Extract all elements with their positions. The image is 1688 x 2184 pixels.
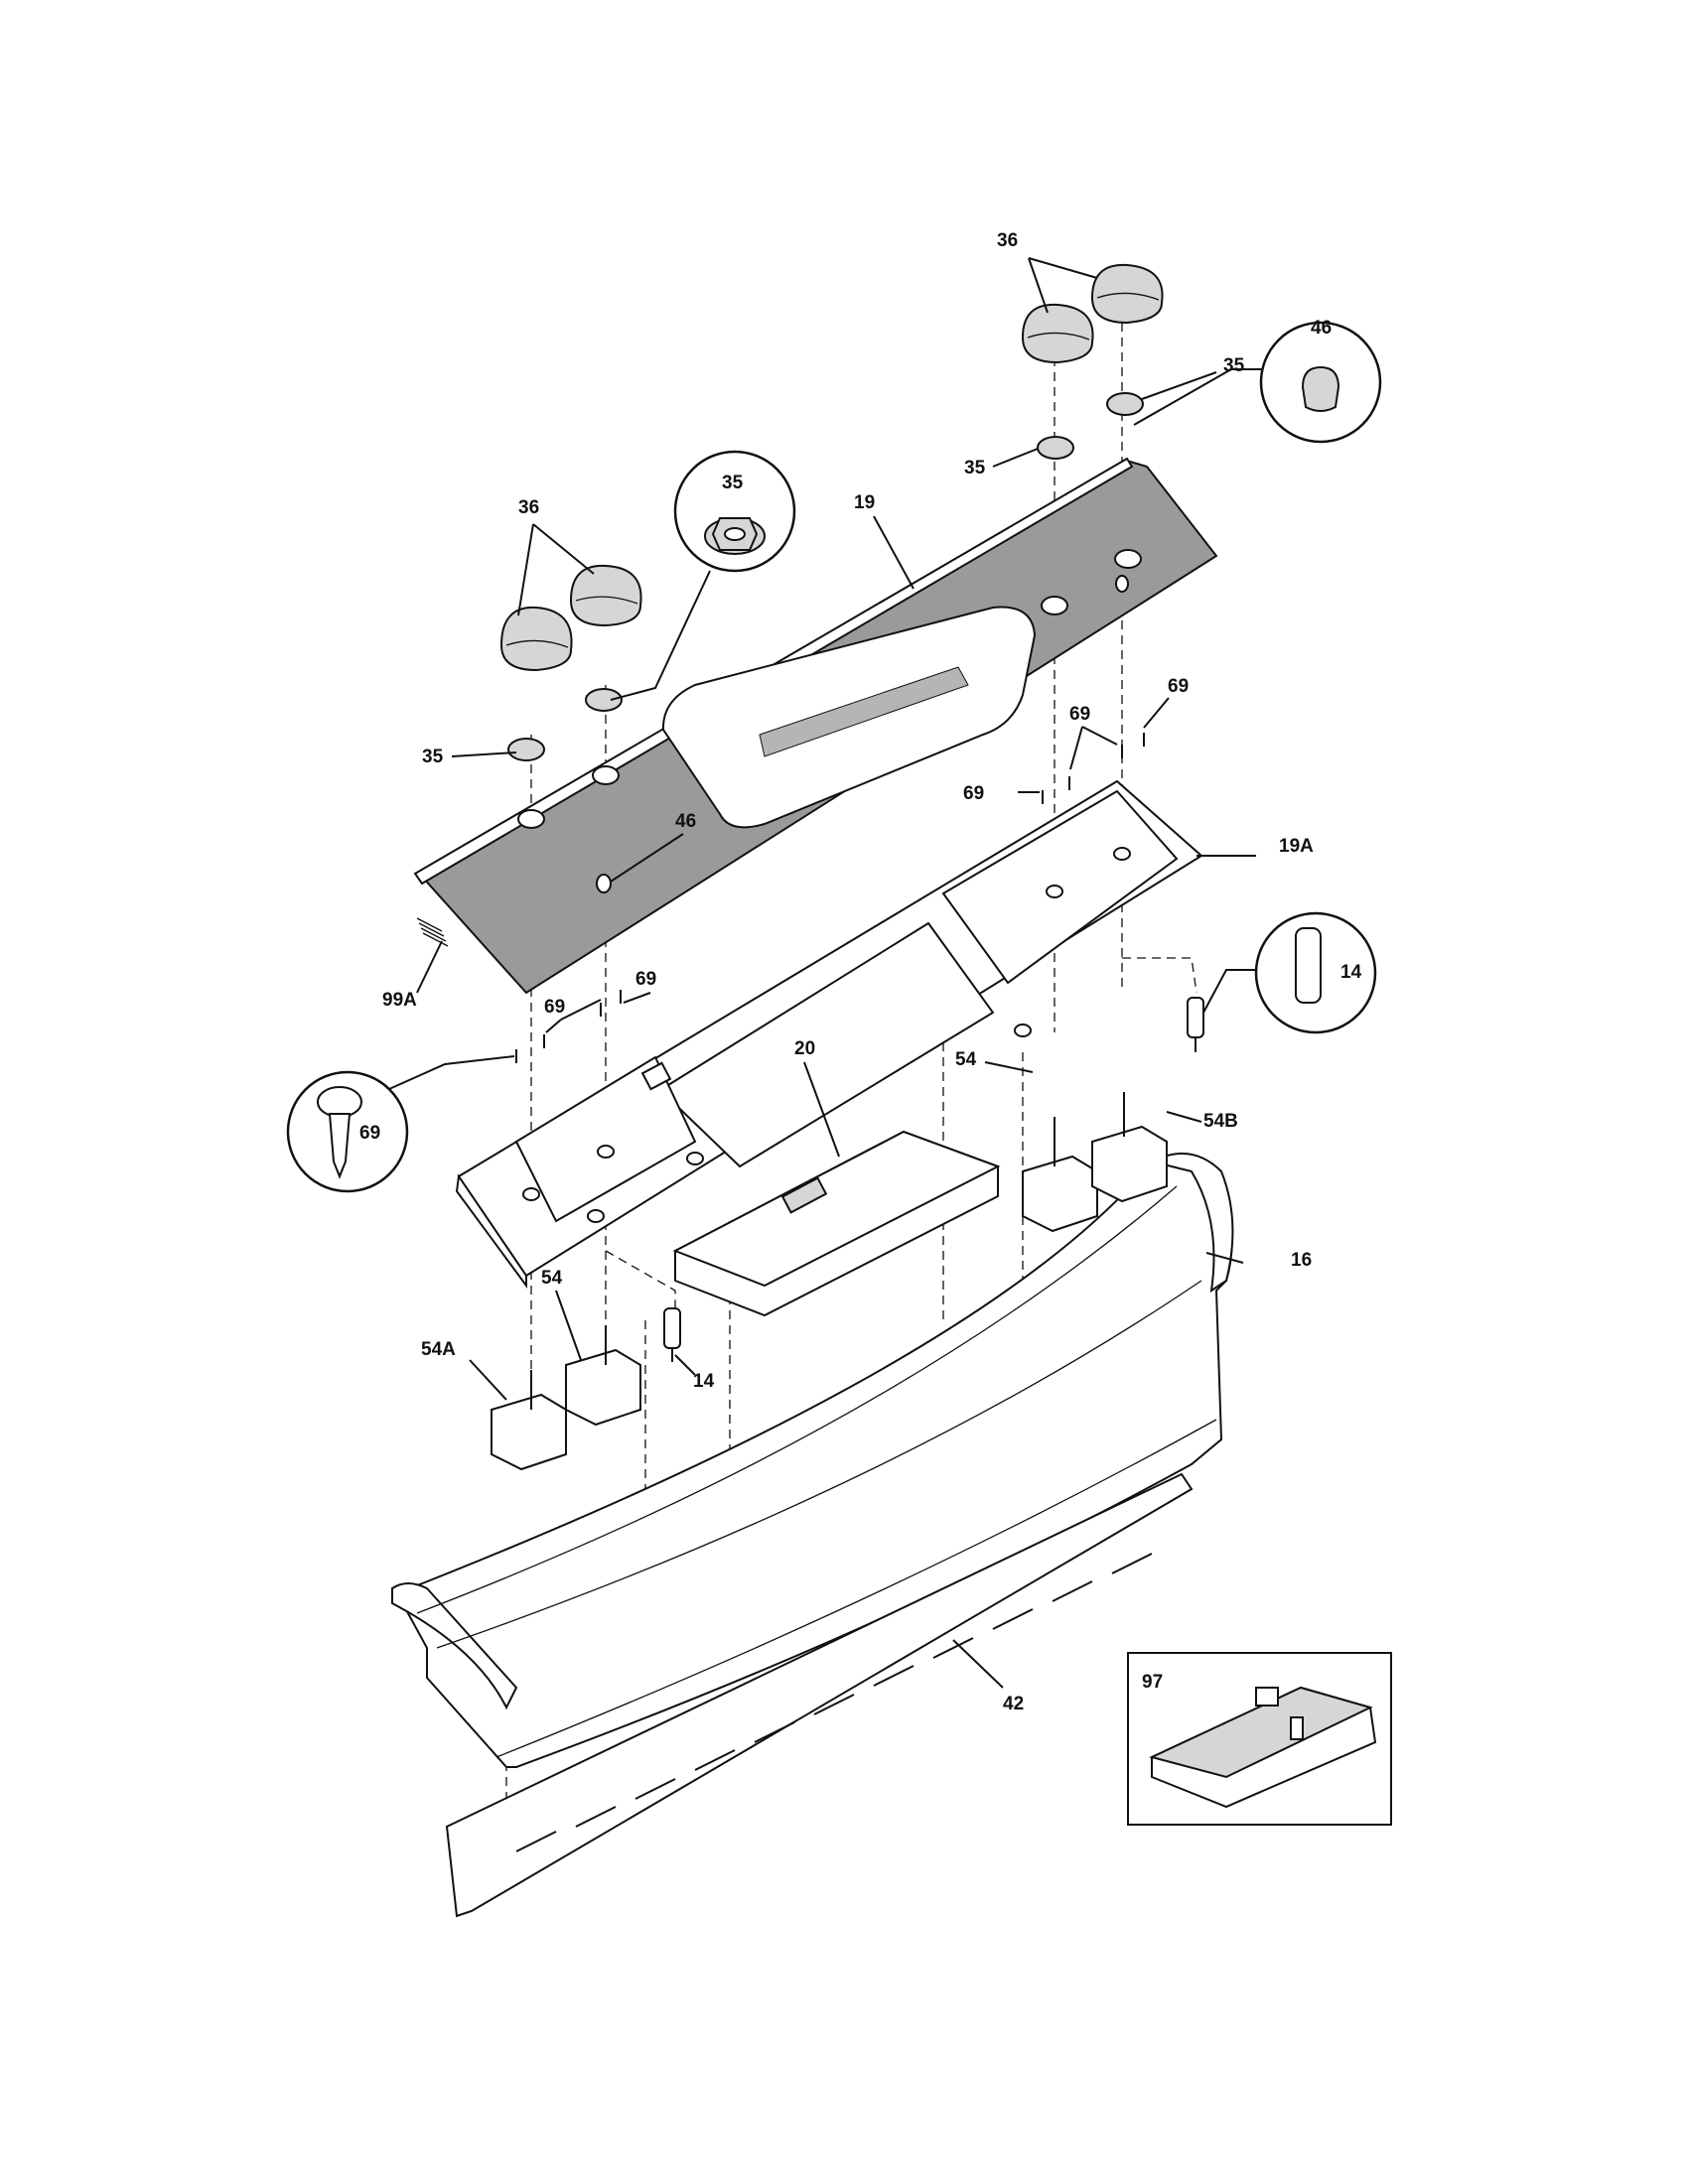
label-14-circle: 14 bbox=[1340, 962, 1362, 983]
switch-54-right bbox=[1022, 1117, 1098, 1233]
control-panel-19 bbox=[413, 457, 1218, 995]
detail-circle-35 bbox=[610, 450, 796, 701]
label-69-r3: 69 bbox=[963, 783, 984, 804]
knob-36-d bbox=[1090, 263, 1164, 325]
label-97: 97 bbox=[1142, 1672, 1163, 1693]
button-46-right bbox=[1115, 575, 1129, 593]
label-35-circle-left: 35 bbox=[722, 473, 744, 493]
vent-trim-42 bbox=[445, 1472, 1194, 1918]
wire-harness-99A bbox=[416, 917, 449, 947]
label-54-right: 54 bbox=[955, 1049, 977, 1070]
control-board-20 bbox=[672, 1130, 1001, 1317]
leader-lines bbox=[416, 257, 1256, 1689]
bracket-19A bbox=[455, 779, 1203, 1290]
switch-54A bbox=[491, 1370, 567, 1471]
indicator-light-14-right bbox=[1187, 997, 1204, 1052]
label-69-r1: 69 bbox=[1168, 676, 1189, 697]
knob-36-a bbox=[499, 606, 573, 672]
label-69-r2: 69 bbox=[1069, 704, 1090, 725]
label-36-right: 36 bbox=[997, 230, 1018, 251]
label-16: 16 bbox=[1291, 1250, 1312, 1271]
bezel-35-b bbox=[585, 688, 623, 712]
label-69-l1: 69 bbox=[544, 997, 565, 1018]
board-97-inset bbox=[1127, 1652, 1392, 1826]
label-42: 42 bbox=[1003, 1694, 1024, 1714]
bezel-35-c bbox=[1037, 436, 1074, 460]
label-54B: 54B bbox=[1203, 1111, 1238, 1132]
reference-labels: 36 35 35 46 36 35 19 35 69 69 69 46 19A … bbox=[359, 230, 1362, 1714]
label-19A: 19A bbox=[1279, 836, 1314, 857]
screws-69 bbox=[515, 733, 1145, 1063]
label-20: 20 bbox=[794, 1038, 815, 1059]
detail-circle-14 bbox=[1202, 911, 1377, 1034]
indicator-light-14-left bbox=[663, 1307, 681, 1362]
detail-circle-69 bbox=[286, 1055, 515, 1193]
label-46-left: 46 bbox=[675, 811, 696, 832]
label-19: 19 bbox=[854, 492, 875, 513]
label-35-right-mid: 35 bbox=[964, 458, 986, 478]
switch-54B bbox=[1091, 1092, 1168, 1203]
bezel-35-d bbox=[1106, 392, 1144, 416]
label-36-left: 36 bbox=[518, 497, 539, 518]
knob-36-b bbox=[569, 564, 642, 627]
label-35-right-top: 35 bbox=[1223, 355, 1245, 376]
label-69-circle: 69 bbox=[359, 1123, 380, 1144]
label-69-l2: 69 bbox=[635, 969, 656, 990]
label-54-left: 54 bbox=[541, 1268, 563, 1289]
vent-slots bbox=[515, 1553, 1153, 1852]
button-46-left bbox=[596, 874, 612, 893]
label-35-left: 35 bbox=[422, 747, 444, 767]
knob-36-c bbox=[1021, 303, 1094, 364]
display-window bbox=[759, 666, 969, 757]
detail-circle-46 bbox=[1133, 321, 1382, 444]
label-14-left: 14 bbox=[693, 1371, 715, 1392]
label-54A: 54A bbox=[421, 1339, 456, 1360]
bezel-35-a bbox=[507, 738, 545, 761]
label-46-circle-right: 46 bbox=[1311, 318, 1332, 339]
console-body-16 bbox=[391, 1153, 1234, 1768]
switch-54-left bbox=[565, 1325, 641, 1427]
label-99A: 99A bbox=[382, 990, 417, 1011]
